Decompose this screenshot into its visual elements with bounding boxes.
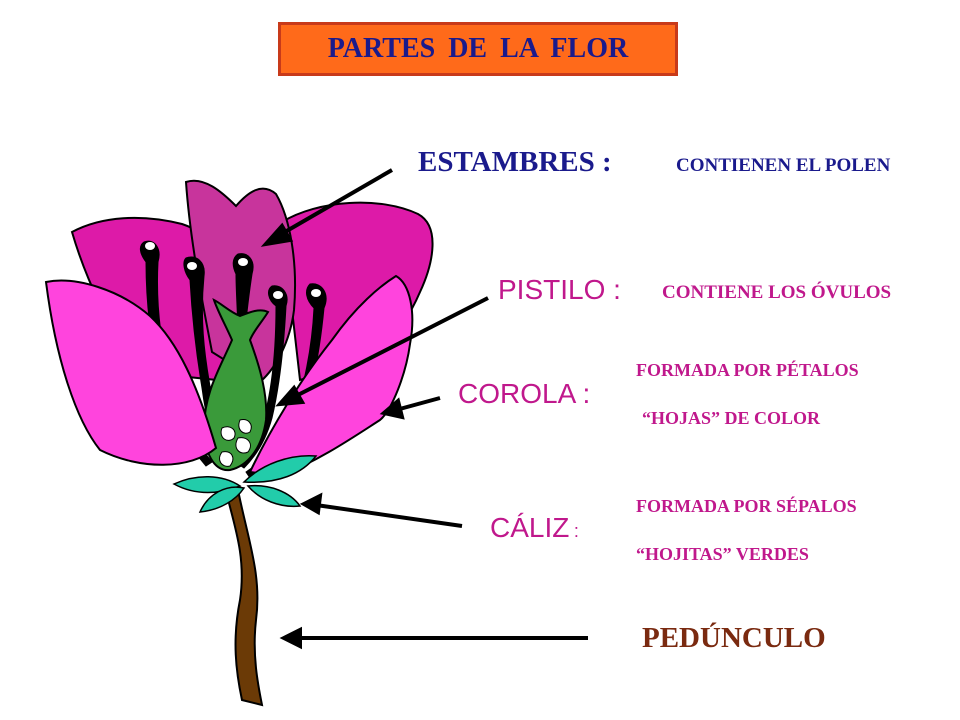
- sepals: [172, 455, 318, 513]
- estambres-term: ESTAMBRES :: [418, 146, 612, 178]
- pistilo-term: PISTILO :: [498, 274, 621, 305]
- caliz-colon: :: [573, 521, 579, 541]
- corola-description-1: FORMADA POR PÉTALOS: [636, 360, 859, 380]
- label-peduncle: PEDÚNCULO: [642, 622, 826, 654]
- label-corola: COROLA :: [458, 378, 590, 410]
- arrow-estambres: [276, 168, 394, 238]
- estambres-description: CONTIENEN EL POLEN: [676, 155, 891, 176]
- page-title-text: PARTES DE LA FLOR: [327, 33, 629, 64]
- arrow-pistilo: [291, 296, 489, 400]
- label-pistilo: PISTILO :: [498, 274, 621, 306]
- corola-term: COROLA :: [458, 378, 591, 409]
- stem: [224, 488, 264, 707]
- corola-description-2: “HOJAS” DE COLOR: [642, 408, 821, 428]
- pistil: [202, 298, 270, 472]
- page-title: PARTES DE LA FLOR: [278, 22, 678, 76]
- pollen: [145, 242, 321, 299]
- caliz-description-1: FORMADA POR SÉPALOS: [636, 496, 857, 516]
- arrow-caliz: [315, 503, 463, 528]
- caliz-description-2: “HOJITAS” VERDES: [636, 544, 809, 564]
- ovules: [219, 419, 252, 467]
- petal-front-left: [44, 279, 218, 466]
- label-caliz: CÁLIZ :: [490, 512, 579, 544]
- arrow-corola: [395, 396, 441, 412]
- pointer-arrows: [260, 168, 588, 650]
- pistilo-description: CONTIENE LOS ÓVULOS: [662, 282, 892, 303]
- caliz-term: CÁLIZ: [490, 512, 570, 543]
- label-estambres: ESTAMBRES :: [418, 146, 612, 179]
